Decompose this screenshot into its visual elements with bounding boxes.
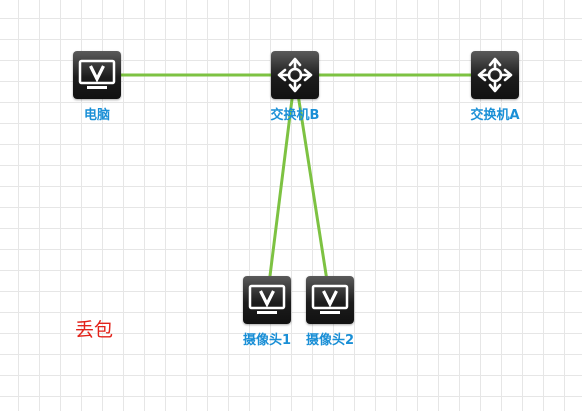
node-switchA[interactable]: 交换机A (435, 51, 555, 123)
node-switchB[interactable]: 交换机B (235, 51, 355, 123)
node-label-cam1: 摄像头1 (242, 333, 292, 348)
node-pc[interactable]: 电脑 (37, 51, 157, 123)
link-switchB-cam1 (265, 73, 297, 302)
node-cam1[interactable]: 摄像头1 (207, 276, 327, 348)
link-switchB-cam2 (293, 73, 332, 302)
switch-icon (271, 51, 319, 99)
monitor-icon (73, 51, 121, 99)
node-label-cam2: 摄像头2 (305, 333, 355, 348)
node-label-switchB: 交换机B (270, 108, 320, 123)
node-label-switchA: 交换机A (470, 108, 520, 123)
packet-loss-note: 丢包 (75, 319, 114, 341)
monitor-icon (306, 276, 354, 324)
monitor-icon (243, 276, 291, 324)
switch-icon (471, 51, 519, 99)
node-cam2[interactable]: 摄像头2 (270, 276, 390, 348)
node-label-pc: 电脑 (83, 108, 110, 123)
